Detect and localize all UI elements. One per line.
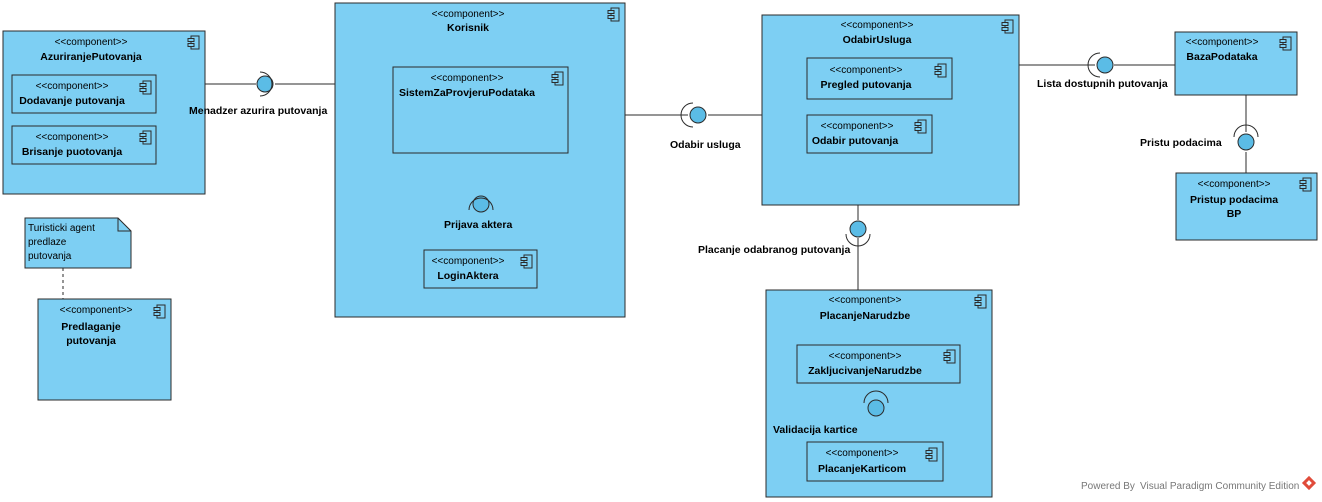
stereotype-label: <<component>> [821, 121, 894, 132]
component-name: Odabir putovanja [812, 135, 899, 147]
stereotype-label: <<component>> [55, 37, 128, 48]
stereotype-label: <<component>> [1198, 179, 1271, 190]
interface-label-validacija: Validacija kartice [773, 424, 858, 436]
interface-label-prijava: Prijava aktera [444, 219, 512, 231]
stereotype-label: <<component>> [432, 256, 505, 267]
component-name: OdabirUsluga [843, 34, 912, 46]
component-name: AzuriranjePutovanja [40, 51, 142, 63]
component-pregled-putovanja[interactable]: <<component>> Pregled putovanja [806, 57, 953, 100]
component-name: BazaPodataka [1186, 51, 1257, 63]
component-brisanje-putovanja[interactable]: <<component>> Brisanje puotovanja [11, 125, 157, 165]
powered-by-label: Powered By [1081, 481, 1135, 492]
connectors [62, 64, 1247, 442]
component-name: SistemZaProvjeruPodataka [399, 87, 535, 99]
note-line-1: Turisticki agent [28, 223, 95, 234]
interface-label-pristu: Pristu podacima [1140, 137, 1222, 149]
interface-validacija-kartice[interactable] [863, 390, 889, 417]
component-name: Brisanje puotovanja [22, 146, 123, 158]
note-line-3: putovanja [28, 251, 72, 262]
component-sistem-provjera[interactable]: <<component>> SistemZaProvjeruPodataka [392, 66, 569, 154]
component-baza-podataka[interactable]: <<component>> BazaPodataka [1174, 31, 1298, 96]
component-name: PlacanjeNarudzbe [820, 310, 911, 322]
interface-prijava-aktera[interactable] [468, 195, 494, 213]
component-predlaganje-putovanja[interactable]: <<component>> Predlaganje putovanja [37, 298, 172, 401]
stereotype-label: <<component>> [431, 73, 504, 84]
powered-by-footer: Powered By Visual Paradigm Community Edi… [1081, 475, 1317, 492]
component-name-line1: Predlaganje [61, 321, 121, 333]
interface-lista-dostupnih[interactable] [1087, 52, 1114, 78]
component-login-aktera[interactable]: <<component>> LoginAktera [423, 249, 538, 289]
interface-placanje-odabranog[interactable] [845, 220, 871, 247]
interface-pristu-podacima[interactable] [1233, 124, 1259, 151]
interface-menadzer[interactable] [256, 71, 274, 97]
stereotype-label: <<component>> [841, 20, 914, 31]
component-name-line1: Pristup podacima [1190, 194, 1278, 206]
component-name: Dodavanje putovanja [19, 95, 125, 107]
component-zakljucivanje-narudzbe[interactable]: <<component>> ZakljucivanjeNarudzbe [796, 344, 961, 384]
stereotype-label: <<component>> [830, 65, 903, 76]
stereotype-label: <<component>> [826, 448, 899, 459]
visual-paradigm-logo-icon [1301, 475, 1317, 491]
component-name: LoginAktera [437, 270, 498, 282]
stereotype-label: <<component>> [829, 351, 902, 362]
stereotype-label: <<component>> [60, 305, 133, 316]
component-pristup-podacima[interactable]: <<component>> Pristup podacima BP [1175, 172, 1318, 241]
interface-label-menadzer: Menadzer azurira putovanja [189, 105, 327, 117]
stereotype-label: <<component>> [1186, 37, 1259, 48]
interface-odabir-usluga[interactable] [680, 102, 707, 128]
interface-label-placanje: Placanje odabranog putovanja [698, 244, 850, 256]
edition-label: Visual Paradigm Community Edition [1140, 481, 1299, 492]
component-name: ZakljucivanjeNarudzbe [808, 365, 922, 377]
note-line-2: predlaze [28, 237, 67, 248]
component-name-line2: putovanja [66, 335, 116, 347]
component-name: PlacanjeKarticom [818, 463, 906, 475]
component-dodavanje-putovanja[interactable]: <<component>> Dodavanje putovanja [11, 74, 157, 114]
component-name: Korisnik [447, 22, 489, 34]
interface-label-odabir: Odabir usluga [670, 139, 741, 151]
note-turisticki-agent[interactable]: Turisticki agent predlaze putovanja [24, 217, 132, 269]
stereotype-label: <<component>> [36, 132, 109, 143]
interface-label-lista: Lista dostupnih putovanja [1037, 78, 1168, 90]
stereotype-label: <<component>> [432, 9, 505, 20]
stereotype-label: <<component>> [829, 295, 902, 306]
component-odabir-usluga[interactable]: <<component>> OdabirUsluga [761, 14, 1020, 206]
component-name: Pregled putovanja [820, 79, 911, 91]
stereotype-label: <<component>> [36, 81, 109, 92]
component-odabir-putovanja[interactable]: <<component>> Odabir putovanja [806, 114, 933, 154]
component-name-line2: BP [1227, 208, 1242, 220]
component-placanje-karticom[interactable]: <<component>> PlacanjeKarticom [806, 441, 944, 482]
